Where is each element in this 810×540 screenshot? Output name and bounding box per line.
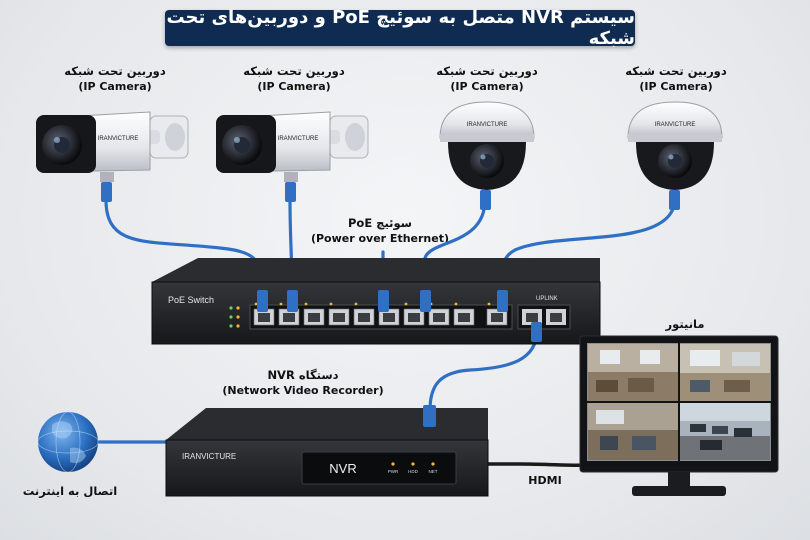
cable-camera-3 [423,198,487,297]
nvr-plug [423,405,436,427]
monitor-label: مانیتور [640,317,730,331]
camera-4-label-fa: دوربین تحت شبکه [625,64,727,78]
camera-1-label: دوربین تحت شبکه (IP Camera) [60,64,170,93]
switch-status-leds [229,306,240,328]
nvr-leds: PWR HDD NET [388,462,438,474]
internet-globe-icon [37,411,99,473]
switch-label-en: (Power over Ethernet) [310,232,450,245]
camera-2-label-en: (IP Camera) [257,80,331,93]
camera-1-bullet: IRANVICTURE [36,111,189,202]
camera-4-label-en: (IP Camera) [639,80,713,93]
camera-3-dome: IRANVICTURE [439,101,535,210]
camera-1-label-fa: دوربین تحت شبکه [64,64,166,78]
switch-label-fa: سوئیچ PoE [347,216,412,230]
monitor-label-fa: مانیتور [665,317,705,331]
nvr-display: NVR [329,461,356,476]
camera-1-brand: IRANVICTURE [98,136,139,142]
monitor-feeds [588,344,770,460]
nvr-label: دستگاه NVR (Network Video Recorder) [218,368,388,397]
camera-3-label: دوربین تحت شبکه (IP Camera) [432,64,542,93]
nvr-label-fa: دستگاه NVR [267,368,339,382]
nvr-led-net: NET [429,469,438,474]
camera-2-bullet: IRANVICTURE [216,111,369,202]
camera-4-label: دوربین تحت شبکه (IP Camera) [621,64,731,93]
switch-ports [249,302,571,330]
switch-plugs [257,290,542,342]
nvr-led-pwr: PWR [388,469,399,474]
internet-label-fa: اتصال به اینترنت [22,484,118,498]
switch-name: PoE Switch [168,295,214,305]
switch-uplink-label: UPLINK [536,296,558,302]
poe-switch: PoE Switch UPLINK [151,258,601,345]
camera-2-label: دوربین تحت شبکه (IP Camera) [239,64,349,93]
camera-4-brand: IRANVICTURE [655,122,696,128]
camera-2-brand: IRANVICTURE [278,136,319,142]
hdmi-label: HDMI [528,474,562,487]
camera-3-brand: IRANVICTURE [467,122,508,128]
switch-label: سوئیچ PoE (Power over Ethernet) [305,216,455,245]
cable-uplink-nvr [428,328,539,412]
camera-2-label-fa: دوربین تحت شبکه [243,64,345,78]
nvr-led-hdd: HDD [408,469,418,474]
camera-1-label-en: (IP Camera) [78,80,152,93]
camera-3-label-fa: دوربین تحت شبکه [436,64,538,78]
nvr-label-en: (Network Video Recorder) [222,384,384,397]
monitor [579,335,779,496]
diagram-title: سیستم NVR متصل به سوئیچ PoE و دوربین‌های… [165,7,635,49]
nvr-device: IRANVICTURE NVR PWR HDD NET [165,405,489,497]
nvr-brand: IRANVICTURE [182,452,236,461]
internet-label: اتصال به اینترنت [10,484,130,498]
camera-4-dome: IRANVICTURE [627,101,723,210]
camera-3-label-en: (IP Camera) [450,80,524,93]
